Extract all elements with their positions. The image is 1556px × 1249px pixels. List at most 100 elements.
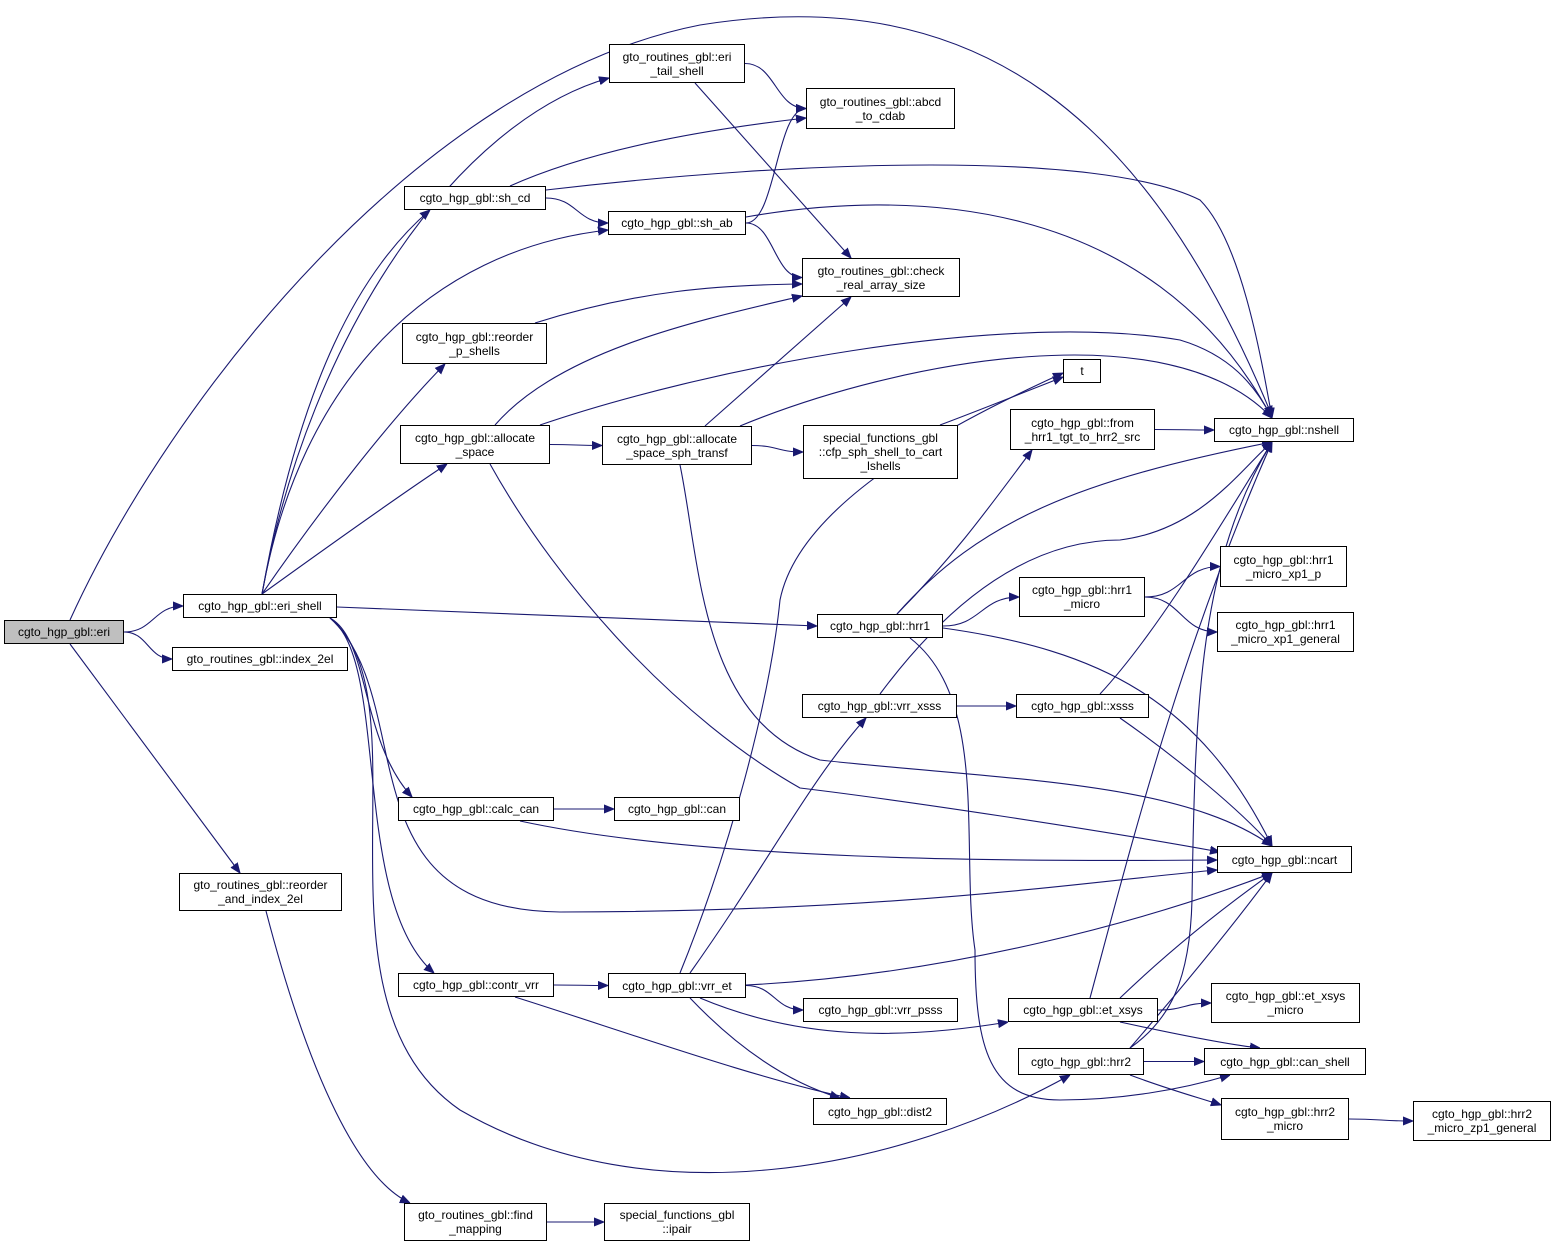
node-dist2[interactable]: cgto_hgp_gbl::dist2 — [813, 1098, 947, 1125]
node-ipair[interactable]: special_functions_gbl::ipair — [604, 1203, 750, 1241]
edge-eri-shell-to-sh-ab — [261, 230, 608, 595]
node-label-line: cgto_hgp_gbl::nshell — [1228, 423, 1340, 437]
node-vrr-et[interactable]: cgto_hgp_gbl::vrr_et — [608, 973, 746, 998]
node-label-line: cgto_hgp_gbl::hrr1 — [829, 619, 931, 633]
edge-hrr2-micro-to-hrr2-zp1-general — [1348, 1119, 1413, 1121]
edge-allocate-sph-to-nshell — [739, 354, 1272, 427]
node-index-2el[interactable]: gto_routines_gbl::index_2el — [172, 647, 348, 671]
edge-eri-shell-to-hrr1 — [336, 606, 817, 626]
node-label-line: _micro — [1266, 1119, 1303, 1133]
edge-cfp-sph-to-t — [939, 377, 1063, 426]
edge-hrr2-to-hrr2-micro — [1129, 1074, 1221, 1105]
edge-et-xsys-to-ncart — [1119, 873, 1272, 999]
node-label-line: gto_routines_gbl::index_2el — [186, 652, 334, 666]
node-contr-vrr[interactable]: cgto_hgp_gbl::contr_vrr — [398, 973, 554, 997]
node-allocate-sph[interactable]: cgto_hgp_gbl::allocate_space_sph_transf — [602, 426, 752, 465]
node-hrr1-xp1-general[interactable]: cgto_hgp_gbl::hrr1_micro_xp1_general — [1217, 612, 1354, 652]
edge-et-xsys-to-et-xsys-micro — [1157, 1003, 1211, 1011]
edge-hrr1-to-nshell — [896, 442, 1272, 615]
node-label-line: cgto_hgp_gbl::hrr1 — [1031, 583, 1133, 597]
node-eri-tail-shell[interactable]: gto_routines_gbl::eri_tail_shell — [609, 44, 745, 83]
node-label-line: cgto_hgp_gbl::eri — [17, 625, 111, 639]
node-hrr1-micro[interactable]: cgto_hgp_gbl::hrr1_micro — [1019, 577, 1145, 617]
edge-sh-ab-to-nshell — [745, 204, 1272, 418]
node-label-line: _space_sph_transf — [626, 445, 728, 460]
edge-vrr-et-to-vrr-xsss — [689, 718, 866, 974]
edge-sh-cd-to-sh-ab — [545, 197, 608, 223]
edge-allocate-space-to-allocate-sph — [549, 445, 602, 446]
node-label-line: cgto_hgp_gbl::vrr_xsss — [817, 699, 942, 713]
edge-et-xsys-to-can-shell — [1119, 1021, 1260, 1048]
node-can-shell[interactable]: cgto_hgp_gbl::can_shell — [1204, 1048, 1366, 1075]
node-label-line: _hrr1_tgt_to_hrr2_src — [1024, 429, 1141, 444]
node-hrr2-zp1-general[interactable]: cgto_hgp_gbl::hrr2_micro_zp1_general — [1413, 1101, 1551, 1141]
node-abcd-to-cdab[interactable]: gto_routines_gbl::abcd_to_cdab — [806, 88, 955, 129]
node-reorder-p[interactable]: cgto_hgp_gbl::reorder_p_shells — [402, 323, 547, 364]
edge-eri-shell-to-contr-vrr — [329, 617, 434, 973]
node-t[interactable]: t — [1063, 359, 1101, 383]
node-calc-can[interactable]: cgto_hgp_gbl::calc_can — [398, 797, 554, 821]
edge-sh-ab-to-abcd-to-cdab — [745, 109, 807, 224]
node-eri-shell[interactable]: cgto_hgp_gbl::eri_shell — [183, 594, 337, 618]
node-label-line: cgto_hgp_gbl::sh_cd — [419, 191, 531, 205]
node-hrr2-micro[interactable]: cgto_hgp_gbl::hrr2_micro — [1221, 1098, 1349, 1140]
node-label-line: special_functions_gbl — [823, 431, 938, 445]
edge-eri-to-eri-shell — [123, 606, 183, 633]
edge-eri-tail-shell-to-check-real — [694, 82, 851, 258]
node-from-hrr1[interactable]: cgto_hgp_gbl::from_hrr1_tgt_to_hrr2_src — [1010, 409, 1155, 450]
node-eri[interactable]: cgto_hgp_gbl::eri — [4, 620, 124, 644]
node-label-line: gto_routines_gbl::reorder — [193, 878, 328, 892]
edge-contr-vrr-to-vrr-et — [553, 985, 608, 986]
edge-sh-ab-to-check-real — [745, 222, 803, 278]
node-ncart[interactable]: cgto_hgp_gbl::ncart — [1217, 846, 1352, 873]
node-et-xsys-micro[interactable]: cgto_hgp_gbl::et_xsys_micro — [1211, 983, 1360, 1023]
edge-hrr1-to-can-shell — [909, 637, 1230, 1101]
node-sh-ab[interactable]: cgto_hgp_gbl::sh_ab — [608, 211, 746, 235]
node-label-line: cgto_hgp_gbl::hrr2 — [1030, 1054, 1132, 1069]
node-hrr1[interactable]: cgto_hgp_gbl::hrr1 — [817, 614, 943, 638]
edge-eri-shell-to-hrr2 — [329, 617, 1070, 1174]
node-vrr-xsss[interactable]: cgto_hgp_gbl::vrr_xsss — [802, 694, 957, 718]
edge-et-xsys-to-nshell — [1089, 442, 1272, 999]
edge-allocate-space-to-ncart — [489, 463, 1220, 852]
node-label-line: _micro — [1267, 1003, 1304, 1017]
node-label-line: cgto_hgp_gbl::eri_shell — [198, 599, 322, 613]
edge-hrr2-to-nshell — [1129, 442, 1272, 1049]
node-nshell[interactable]: cgto_hgp_gbl::nshell — [1214, 418, 1354, 442]
node-allocate-space[interactable]: cgto_hgp_gbl::allocate_space — [400, 425, 550, 464]
edge-sh-cd-to-abcd-to-cdab — [509, 118, 806, 187]
edge-hrr2-to-ncart — [1129, 873, 1272, 1049]
node-xsss[interactable]: cgto_hgp_gbl::xsss — [1016, 694, 1149, 718]
node-label-line: _to_cdab — [855, 108, 906, 123]
node-sh-cd[interactable]: cgto_hgp_gbl::sh_cd — [404, 186, 546, 210]
edge-vrr-et-to-vrr-psss — [745, 984, 803, 1011]
node-label-line: cgto_hgp_gbl::from — [1031, 415, 1134, 430]
edge-allocate-sph-to-check-real — [704, 297, 851, 427]
node-can[interactable]: cgto_hgp_gbl::can — [614, 797, 740, 821]
edge-allocate-sph-to-ncart — [679, 464, 1272, 846]
edge-eri-shell-to-ncart — [329, 617, 1217, 913]
edge-eri-shell-to-eri-tail-shell — [261, 78, 609, 595]
node-label-line: cgto_hgp_gbl::ncart — [1231, 852, 1338, 867]
edge-calc-can-to-ncart — [519, 820, 1217, 861]
node-label-line: cgto_hgp_gbl::vrr_et — [622, 978, 732, 993]
node-vrr-psss[interactable]: cgto_hgp_gbl::vrr_psss — [803, 998, 958, 1022]
node-label-line: special_functions_gbl — [619, 1208, 735, 1222]
edge-eri-to-index-2el — [123, 631, 172, 659]
node-check-real[interactable]: gto_routines_gbl::check_real_array_size — [802, 258, 960, 297]
node-find-mapping[interactable]: gto_routines_gbl::find_mapping — [404, 1203, 547, 1241]
node-label-line: cgto_hgp_gbl::can — [627, 802, 727, 816]
node-label-line: cgto_hgp_gbl::hrr2 — [1431, 1107, 1533, 1121]
node-label-line: _space — [455, 444, 495, 459]
node-label-line: _micro_zp1_general — [1427, 1121, 1537, 1135]
node-hrr2[interactable]: cgto_hgp_gbl::hrr2 — [1018, 1048, 1144, 1075]
node-label-line: gto_routines_gbl::eri — [622, 49, 732, 64]
node-et-xsys[interactable]: cgto_hgp_gbl::et_xsys — [1008, 998, 1158, 1022]
node-reorder-index[interactable]: gto_routines_gbl::reorder_and_index_2el — [179, 873, 342, 911]
node-label-line: _micro_xp1_general — [1231, 632, 1340, 646]
node-label-line: cgto_hgp_gbl::dist2 — [827, 1104, 933, 1119]
node-hrr1-xp1-p[interactable]: cgto_hgp_gbl::hrr1_micro_xp1_p — [1220, 546, 1347, 587]
node-cfp-sph[interactable]: special_functions_gbl::cfp_sph_shell_to_… — [803, 425, 958, 479]
node-label-line: cgto_hgp_gbl::vrr_psss — [818, 1003, 943, 1017]
edge-vrr-et-to-dist2 — [689, 997, 840, 1098]
